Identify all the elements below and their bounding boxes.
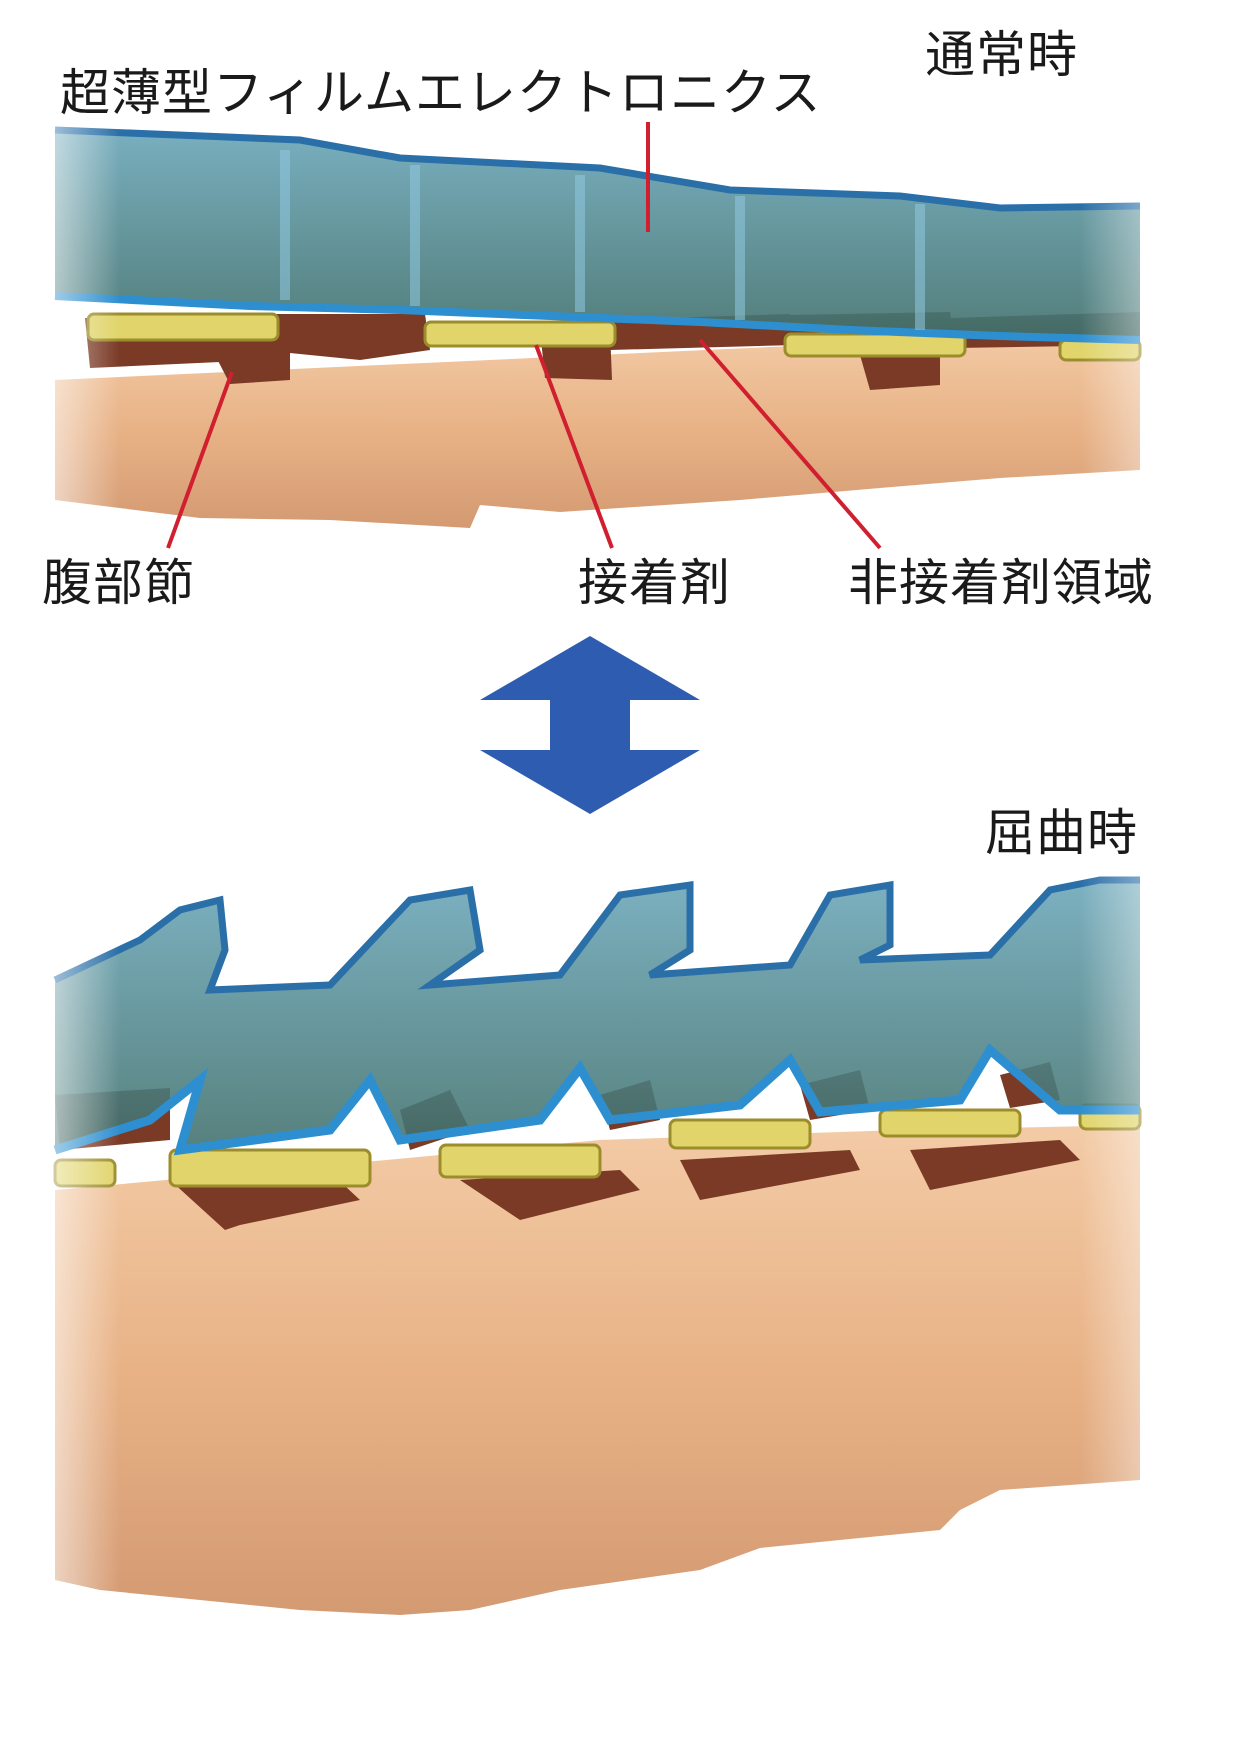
label-adhesive: 接着剤 [578, 554, 731, 612]
transition-double-arrow-icon [480, 636, 700, 814]
film-top [55, 130, 1140, 340]
abdomen-body-bottom [55, 1125, 1140, 1615]
leader-lines [166, 122, 882, 550]
label-state-normal: 通常時 [925, 26, 1078, 84]
label-state-bent: 屈曲時 [985, 804, 1138, 862]
label-segment: 腹部節 [42, 554, 195, 612]
film-bottom [55, 880, 1140, 1150]
bent-state-illustration [0, 860, 1235, 1640]
leader-adhesive [534, 344, 614, 549]
label-film: 超薄型フィルムエレクトロニクス [60, 64, 822, 122]
adhesive-pads-bottom [53, 1103, 1142, 1188]
leader-segment [166, 371, 234, 549]
leader-non-adhesive [698, 338, 882, 550]
label-non-adhesive: 非接着剤領域 [848, 554, 1154, 612]
normal-state-illustration [0, 110, 1235, 540]
